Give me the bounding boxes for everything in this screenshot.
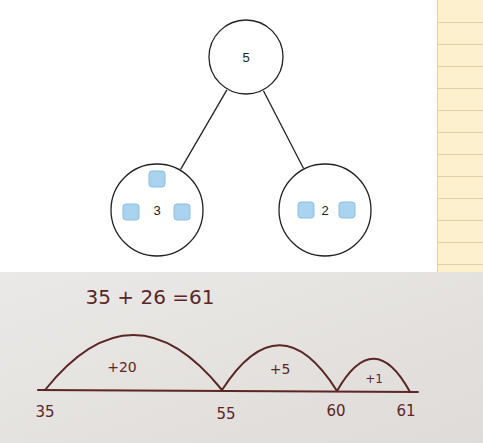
part-whole-circle: 2: [278, 163, 372, 257]
number-line-label: +20: [107, 360, 137, 375]
node-number: 3: [153, 203, 160, 218]
part-whole-circle: 5: [208, 19, 284, 95]
number-line-label: +1: [365, 373, 383, 386]
table-grid: [437, 0, 483, 272]
paper-photo: [0, 272, 483, 443]
sum-equation: 35 + 26 =61: [86, 286, 215, 308]
part-whole-circle: 3: [110, 163, 204, 257]
number-line-label: 61: [396, 403, 415, 420]
node-number: 5: [242, 50, 249, 65]
number-line-label: +5: [270, 362, 291, 377]
number-line: [38, 335, 418, 392]
number-line-label: 35: [35, 404, 54, 421]
counting-cubes: [123, 171, 355, 220]
number-line-label: 55: [216, 406, 235, 423]
connector-line: [263, 91, 303, 168]
number-line-label: 60: [326, 403, 345, 420]
node-number: 2: [321, 203, 328, 218]
table-ground: [437, 0, 483, 272]
connector-line: [181, 90, 227, 170]
